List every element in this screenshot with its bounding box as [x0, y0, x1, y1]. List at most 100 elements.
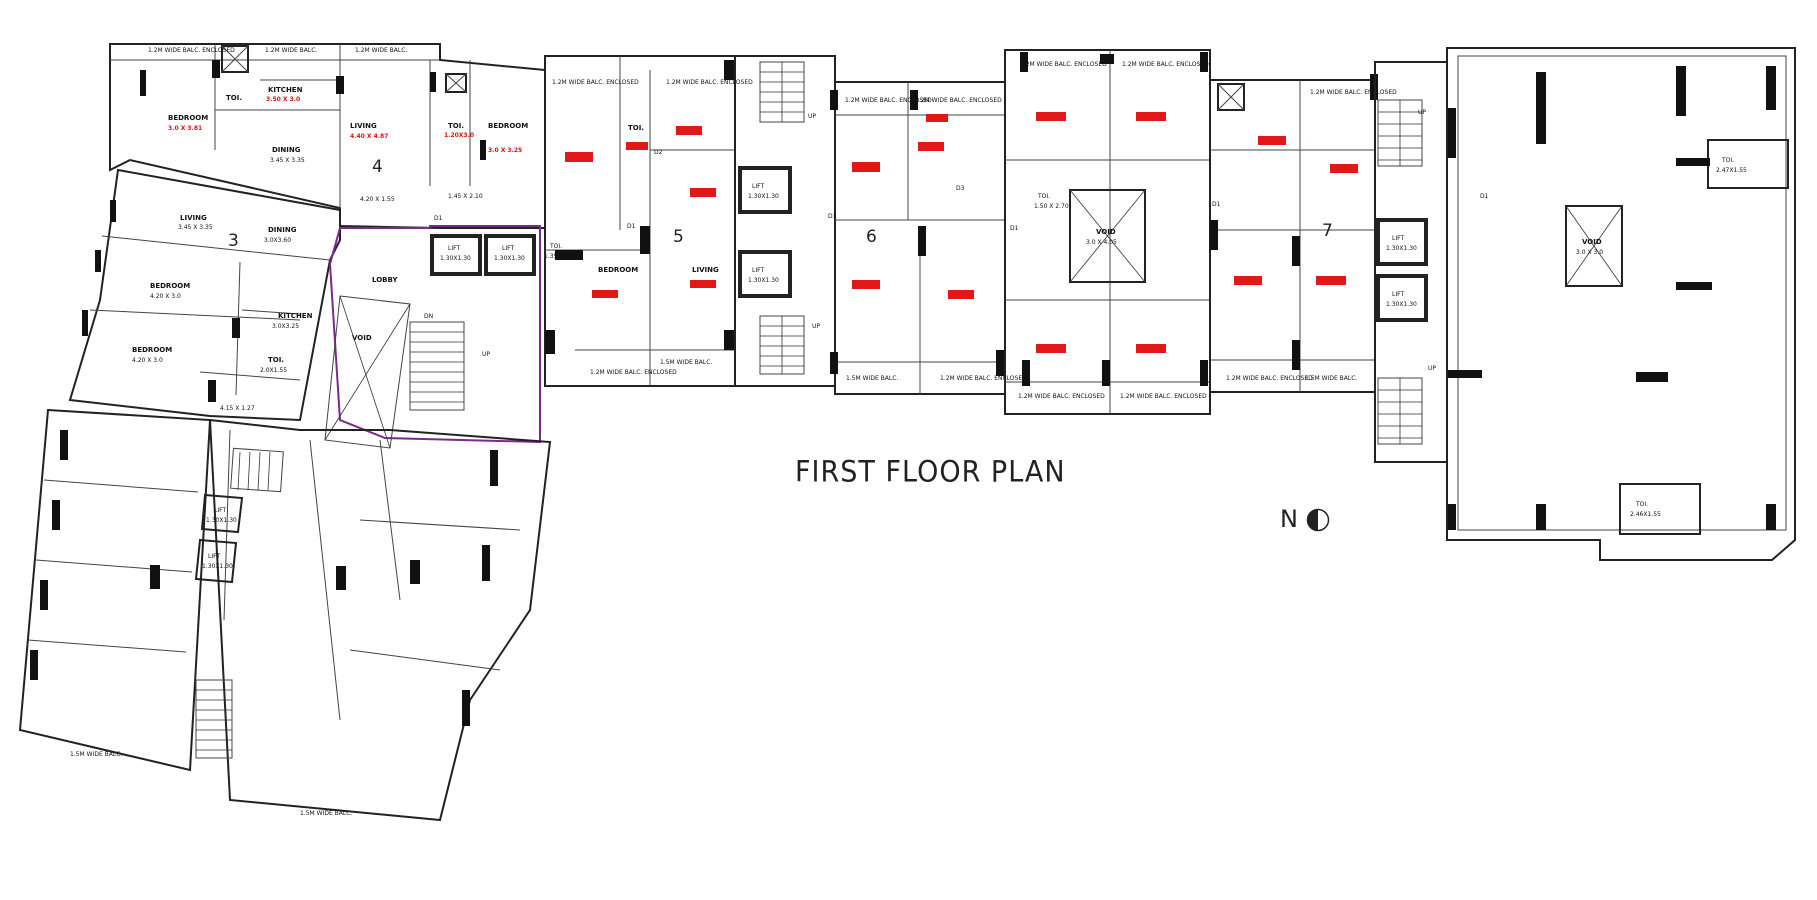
- stair: [409, 321, 465, 411]
- lift-label: LIFT: [448, 245, 460, 252]
- balc-label: 1.2M WIDE BALC. ENCLOSED: [1018, 393, 1105, 400]
- lower-left-wing: LIFT 1.30X1.30 LIFT 1.30X1.30: [18, 408, 552, 822]
- balc-label: 1.2M WIDE BALC. ENCLOSED: [1120, 393, 1207, 400]
- balc-label: 1.5M WIDE BALC.: [660, 359, 712, 366]
- lobby-label: LOBBY: [372, 276, 398, 284]
- door-tag: D1: [1212, 201, 1221, 208]
- room-dim: 4.20 X 3.0: [150, 293, 181, 300]
- door-tag: D3: [956, 185, 965, 192]
- lift-dim: 1.30X1.30: [494, 255, 525, 262]
- toilet-label: TOI.: [1635, 501, 1648, 508]
- plan-title: FIRST FLOOR PLAN: [795, 455, 1066, 490]
- stair: [759, 315, 805, 375]
- unit-number: 7: [1322, 221, 1333, 241]
- up-label: UP: [1418, 109, 1426, 116]
- balc-label: 1.2M WIDE BALC. ENCLOSED: [1122, 61, 1209, 68]
- toilet-dim: 2.46X1.55: [1630, 511, 1661, 518]
- balc-label: 1.2M WIDE BALC. ENCLOSED: [148, 47, 235, 54]
- lift-label: LIFT: [502, 245, 514, 252]
- toilet-label: TOI.: [1037, 193, 1050, 200]
- door-tag: D2: [654, 149, 663, 156]
- balc-label: 1.5M WIDE BALC.: [846, 375, 898, 382]
- central-void-block: VOID 3.0 X 4.05 TOI. 1.50 X 2.70 1.2M WI…: [1004, 49, 1211, 415]
- door-tag: D1: [1480, 193, 1489, 200]
- unit-number: 4: [372, 157, 383, 177]
- lift-dim: 1.30X1.30: [1386, 245, 1417, 252]
- stair: [1377, 99, 1423, 167]
- north-letter: N: [1280, 505, 1298, 533]
- unit-number: 6: [866, 227, 877, 247]
- room-dim: 3.45 X 3.35: [178, 224, 213, 231]
- toilet-label: TOI.: [1721, 157, 1734, 164]
- lift-label: LIFT: [208, 553, 220, 560]
- up-label: UP: [808, 113, 816, 120]
- lift-label: LIFT: [214, 507, 226, 514]
- room-label-living: LIVING: [692, 266, 719, 274]
- lift-dim: 1.30X1.30: [206, 517, 237, 524]
- room-label-bedroom: BEDROOM: [132, 346, 172, 354]
- room-label-toilet: TOI.: [448, 122, 464, 130]
- room-dim: 3.50 X 3.0: [266, 96, 300, 103]
- right-wing: VOID 3.0 X 3.0 TOI. 2.47X1.55 TOI. 2.46X…: [1446, 47, 1796, 561]
- room-dim: 4.20 X 3.0: [132, 357, 163, 364]
- lift-label: LIFT: [752, 183, 764, 190]
- balc-label: 1.2M WIDE BALC. ENCLOSED: [1020, 61, 1107, 68]
- room-dim: 4.20 X 1.55: [360, 196, 395, 203]
- balc-label: 1.2M WIDE BALC. ENCLOSED: [845, 97, 932, 104]
- room-dim: 3.0 X 3.81: [168, 125, 202, 132]
- void-dim: 3.0 X 4.05: [1086, 239, 1117, 246]
- room-label-bedroom: BEDROOM: [488, 122, 528, 130]
- up-label: UP: [1428, 365, 1436, 372]
- balc-label: 1.5M WIDE BALC.: [70, 751, 122, 758]
- stair: [195, 679, 233, 759]
- door-tag: D1: [1010, 225, 1019, 232]
- balc-label: 1.2M WIDE BALC. ENCLOSED: [1226, 375, 1313, 382]
- lift-dim: 1.30X1.30: [748, 193, 779, 200]
- unit-4-block: 1.2M WIDE BALC. ENCLOSED 1.2M WIDE BALC.…: [109, 43, 546, 229]
- room-dim: 1.45 X 2.10: [448, 193, 483, 200]
- dn-label: DN: [424, 313, 433, 320]
- room-label-toilet: TOI.: [226, 94, 242, 102]
- stair: [230, 447, 284, 493]
- up-label: UP: [482, 351, 490, 358]
- lift-dim: 1.30X1.30: [748, 277, 779, 284]
- up-label: UP: [812, 323, 820, 330]
- stair: [759, 61, 805, 123]
- room-label-toilet: TOI.: [628, 124, 644, 132]
- lift-dim: 1.30X1.30: [1386, 301, 1417, 308]
- door-tag: D1: [434, 215, 443, 222]
- void-label: VOID: [1096, 228, 1116, 236]
- room-label-dining: DINING: [272, 146, 301, 154]
- lobby-core: LIFT 1.30X1.30 LIFT 1.30X1.30 TOI. 1.35 …: [324, 225, 578, 449]
- balc-label: 1.2M WIDE BALC. ENCLOSED: [915, 97, 1002, 104]
- balc-label: 1.5M WIDE BALC.: [300, 810, 352, 817]
- lift-dim: 1.30X1.30: [202, 563, 233, 570]
- balc-label: 1.2M WIDE BALC. ENCLOSED: [1310, 89, 1397, 96]
- room-label-kitchen: KITCHEN: [278, 312, 313, 320]
- room-dim: 2.0X1.55: [260, 367, 287, 374]
- door-tag: D1: [627, 223, 636, 230]
- room-dim: 4.40 X 4.87: [350, 133, 388, 140]
- room-label-bedroom: BEDROOM: [150, 282, 190, 290]
- room-dim: 3.0X3.25: [272, 323, 299, 330]
- toilet-dim: 2.47X1.55: [1716, 167, 1747, 174]
- room-label-living: LIVING: [350, 122, 377, 130]
- unit-number: 3: [228, 231, 239, 251]
- lift-core-7: LIFT 1.30X1.30 LIFT 1.30X1.30 UP UP: [1374, 61, 1448, 463]
- balc-label: 1.2M WIDE BALC. ENCLOSED: [590, 369, 677, 376]
- north-indicator: N: [1280, 503, 1340, 537]
- room-dim: 3.0 X 3.25: [488, 147, 522, 154]
- balc-label: 1.2M WIDE BALC.: [355, 47, 407, 54]
- balc-label: 1.2M WIDE BALC.: [265, 47, 317, 54]
- balc-label: 1.2M WIDE BALC. ENCLOSED: [666, 79, 753, 86]
- room-dim: 3.0X3.60: [264, 237, 291, 244]
- toilet-label: TOI.: [549, 243, 562, 250]
- room-dim: 1.20X3.0: [444, 132, 474, 139]
- lift-dim: 1.30X1.30: [440, 255, 471, 262]
- door-tag: D1: [828, 213, 837, 220]
- unit-number: 5: [673, 227, 684, 247]
- lift-label: LIFT: [752, 267, 764, 274]
- unit-5-block: 5 1.2M WIDE BALC. ENCLOSED 1.2M WIDE BAL…: [544, 55, 753, 387]
- room-label-living: LIVING: [180, 214, 207, 222]
